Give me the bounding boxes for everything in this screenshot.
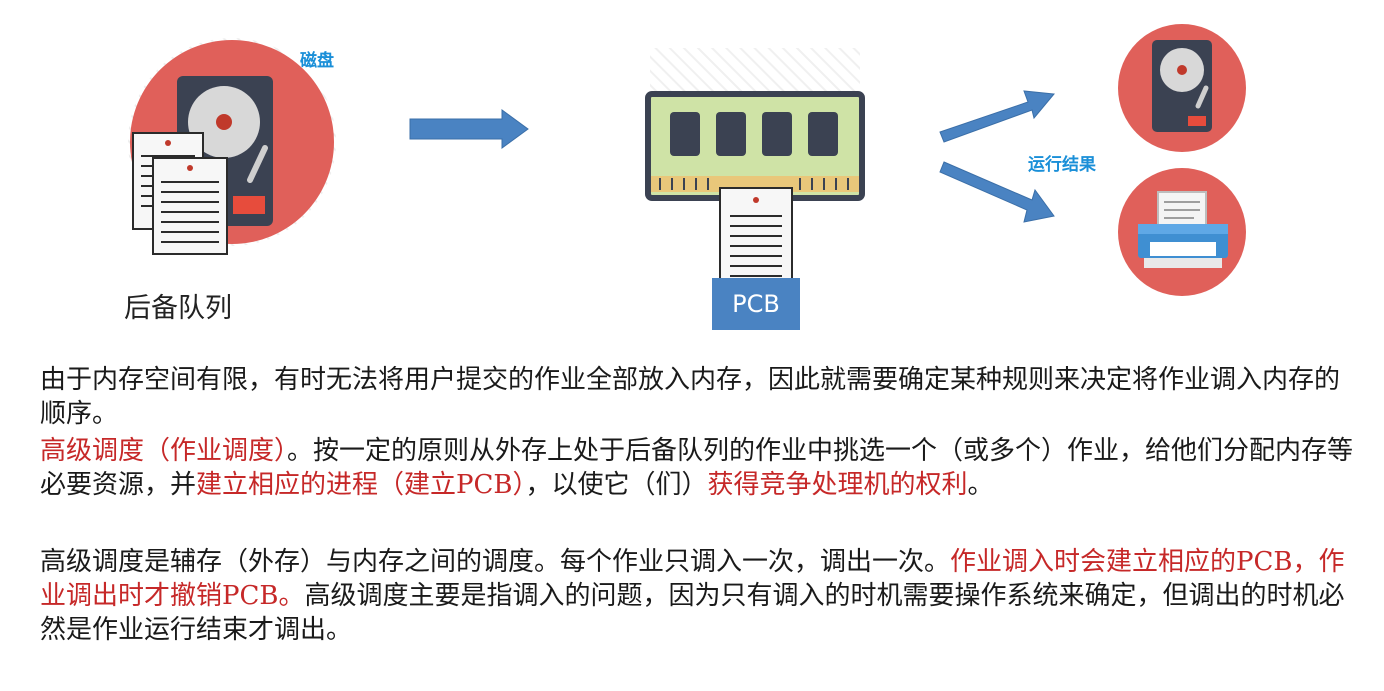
p3-seg-2: 高级调度主要是指调入的问题，因为只有调入的时机需要操作系统来确定，但调出的时机必… [40,581,1345,645]
ram-chip-icon [645,91,865,201]
paragraph-2: 高级调度（作业调度）。按一定的原则从外存上处于后备队列的作业中挑选一个（或多个）… [40,434,1360,502]
disk-label: 磁盘 [300,51,334,71]
result-disk-illustration [1118,24,1246,152]
p2-seg-5: 。 [967,470,994,500]
p2-seg-0: 高级调度（作业调度） [40,436,288,466]
disk-illustration [128,38,336,255]
arrow-up-right-icon [939,90,1055,143]
hard-drive-icon [1152,40,1212,132]
paragraph-1-text: 由于内存空间有限，有时无法将用户提交的作业全部放入内存，因此就需要确定某种规则来… [40,365,1341,429]
p3-seg-1: 作业调入时会建立相应的PCB，作业调出时才撤销PCB。 [40,547,1345,611]
paragraph-1: 由于内存空间有限，有时无法将用户提交的作业全部放入内存，因此就需要确定某种规则来… [40,363,1360,431]
paragraph-3: 高级调度是辅存（外存）与内存之间的调度。每个作业只调入一次，调出一次。作业调入时… [40,545,1360,647]
arrow-right-icon [409,109,529,149]
result-label: 运行结果 [1028,155,1096,175]
p2-seg-1: 。按一定的原则从外存上处于后备队列的作业中挑选一个（或多个）作业，给他们分配内存… [40,436,1354,500]
p3-seg-0: 高级调度是辅存（外存）与内存之间的调度。每个作业只调入一次，调出一次。 [40,547,951,577]
result-printer-illustration [1118,168,1246,296]
pcb-document-icon [719,187,793,287]
memory-module-illustration [645,48,865,201]
pcb-box: PCB [712,278,800,330]
p2-seg-4: 获得竞争处理机的权利 [707,470,968,500]
p2-seg-3: ，以使它（们） [525,470,708,500]
queue-label: 后备队列 [124,293,232,324]
p2-seg-2: 建立相应的进程（建立PCB） [196,470,526,500]
document-stack-icon [132,132,228,255]
arrow-down-right-icon [939,161,1055,223]
printer-icon [1138,191,1228,268]
